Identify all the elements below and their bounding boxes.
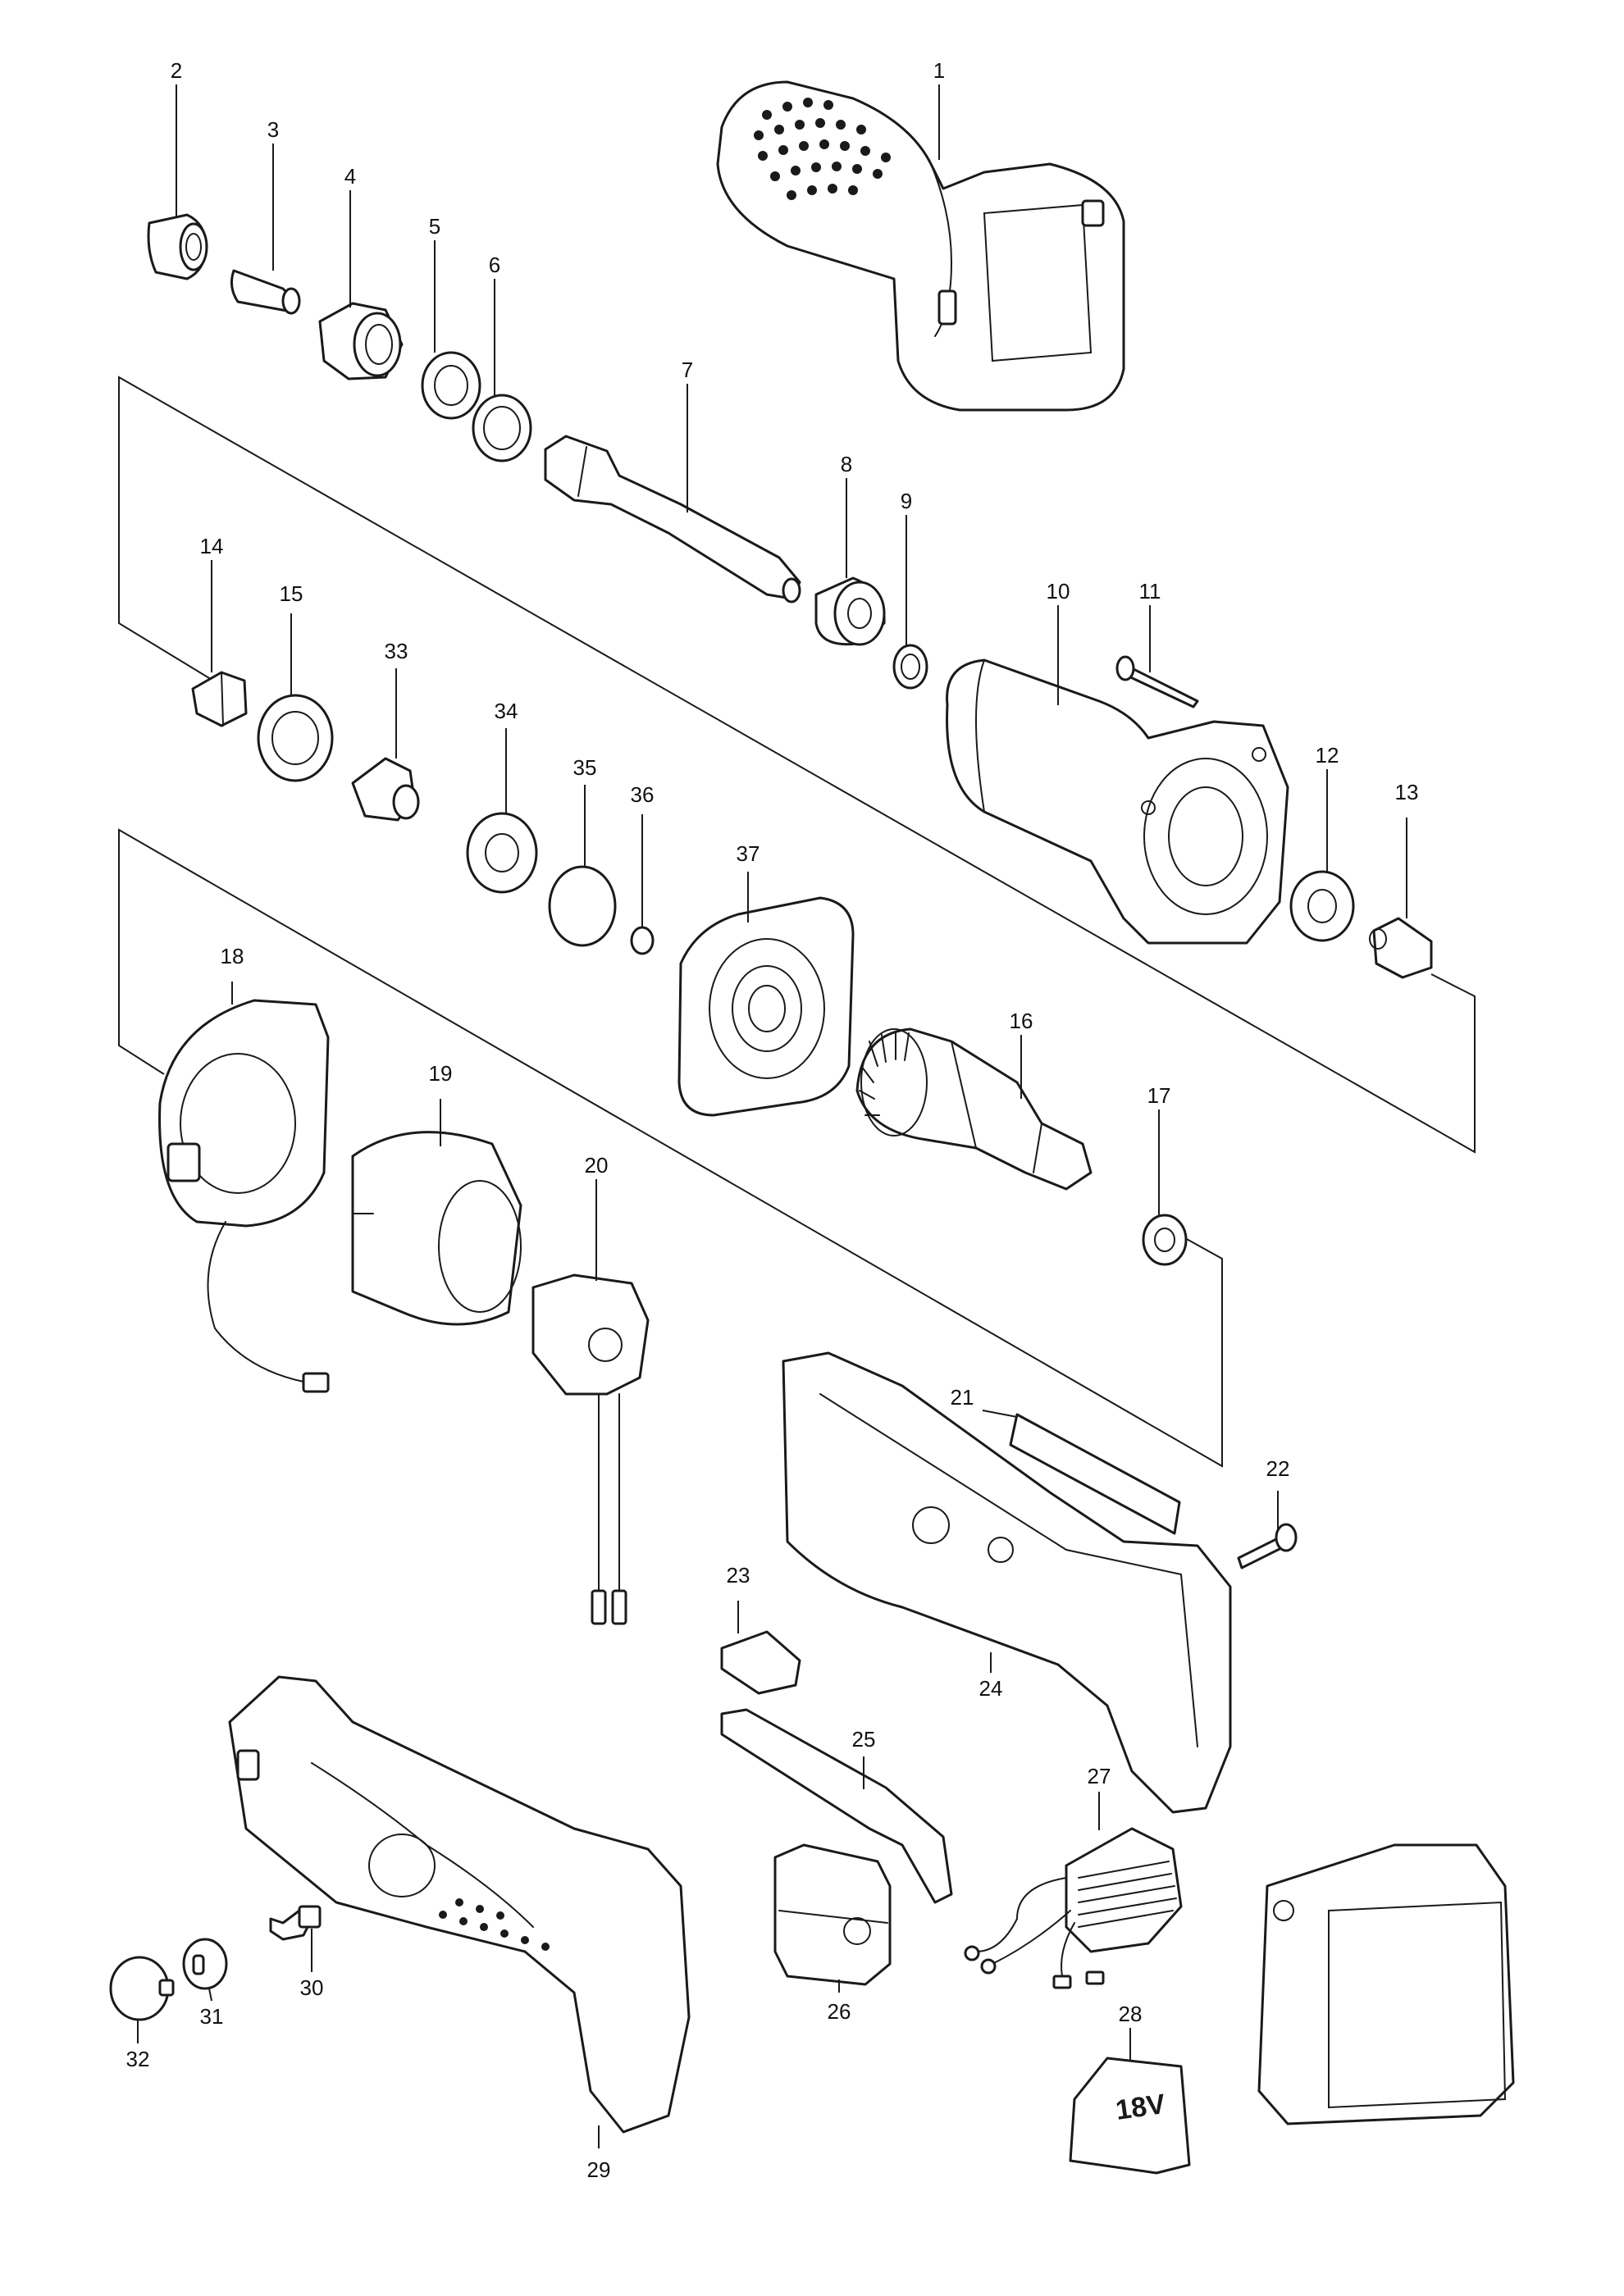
part-armature	[855, 1027, 1093, 1191]
callout-13: 13	[1395, 780, 1419, 804]
assembly-guide-lines	[118, 376, 1476, 1468]
part-label-strip	[1009, 1413, 1181, 1535]
part-controller-block	[773, 1843, 892, 1986]
callout-11: 11	[1139, 579, 1161, 604]
callout-19: 19	[429, 1061, 453, 1086]
callout-30: 30	[300, 1975, 324, 2000]
part-retaining-ring-9	[892, 644, 928, 690]
callout-16: 16	[1010, 1009, 1033, 1033]
callout-18: 18	[221, 944, 244, 968]
callout-34: 34	[495, 699, 518, 723]
callout-5: 5	[429, 214, 440, 239]
part-retaining-ring-36	[630, 926, 655, 955]
callout-7: 7	[682, 358, 693, 382]
callout-4: 4	[344, 164, 356, 189]
part-controller	[964, 1827, 1183, 1989]
callout-26: 26	[828, 1999, 851, 2024]
part-ball-bearing-12	[1289, 870, 1355, 942]
callout-2: 2	[171, 58, 182, 83]
part-ball-bearing-8	[814, 576, 886, 646]
callout-17: 17	[1147, 1083, 1171, 1108]
callout-37: 37	[737, 841, 760, 866]
part-switch-bar	[720, 1708, 953, 1904]
callout-35: 35	[573, 755, 597, 780]
part-switch	[531, 1273, 650, 1625]
callout-23: 23	[727, 1563, 750, 1588]
part-flat-washer-6	[472, 394, 532, 462]
part-spindle-end-33	[351, 757, 420, 822]
part-bearing-flange	[677, 896, 855, 1117]
part-bracket-14	[191, 671, 248, 727]
callout-21: 21	[951, 1385, 974, 1410]
part-washer-15	[257, 694, 334, 782]
callout-numbers: 1 2 3 4 5 6 7 8 9 10 11 12 13 14 15 16 1…	[126, 58, 1419, 2182]
part-front-cover	[716, 80, 1125, 412]
part-switch-lever	[720, 1630, 801, 1695]
part-collet-nut	[147, 213, 208, 280]
part-spindle	[544, 435, 801, 604]
part-magnet-sleeve	[351, 1131, 522, 1326]
part-screw-11	[1115, 655, 1199, 708]
part-bearing-box	[318, 302, 404, 380]
part-housing-right	[782, 1351, 1232, 1814]
callout-12: 12	[1316, 743, 1339, 768]
part-terminal-plate: 18V	[1069, 2057, 1191, 2175]
part-sensor-ring	[158, 999, 330, 1393]
callout-33: 33	[385, 639, 408, 663]
part-ball-bearing-34	[466, 812, 538, 894]
part-screw-30	[269, 1905, 322, 1941]
part-cap-31	[182, 1938, 228, 1990]
callout-24: 24	[979, 1676, 1003, 1701]
battery-outline	[1257, 1843, 1515, 2125]
callout-28: 28	[1119, 2002, 1143, 2026]
callout-15: 15	[280, 581, 303, 606]
callout-22: 22	[1266, 1456, 1290, 1481]
callout-25: 25	[852, 1727, 876, 1752]
part-ball-bearing-17	[1142, 1214, 1188, 1266]
part-screw-22	[1237, 1523, 1298, 1569]
part-collet-cone	[230, 269, 301, 315]
part-flat-washer-5	[421, 351, 481, 420]
callout-3: 3	[267, 117, 279, 142]
callout-36: 36	[631, 782, 655, 807]
callout-leaders	[137, 84, 1407, 2148]
callout-8: 8	[841, 452, 852, 476]
callout-20: 20	[585, 1153, 609, 1178]
callout-6: 6	[489, 253, 500, 277]
callout-9: 9	[901, 489, 912, 513]
callout-10: 10	[1047, 579, 1070, 604]
plate-marking: 18V	[1114, 2089, 1168, 2126]
callout-1: 1	[933, 58, 945, 83]
part-housing-left	[228, 1675, 691, 2134]
callout-27: 27	[1088, 1764, 1111, 1788]
callout-29: 29	[587, 2157, 611, 2182]
callout-31: 31	[200, 2004, 224, 2029]
callout-32: 32	[126, 2047, 150, 2071]
callout-14: 14	[200, 534, 224, 558]
part-cap-32	[109, 1956, 175, 2021]
part-fan-nut-13	[1369, 917, 1433, 979]
part-motor-housing	[946, 658, 1289, 945]
part-o-ring-35	[548, 865, 617, 947]
